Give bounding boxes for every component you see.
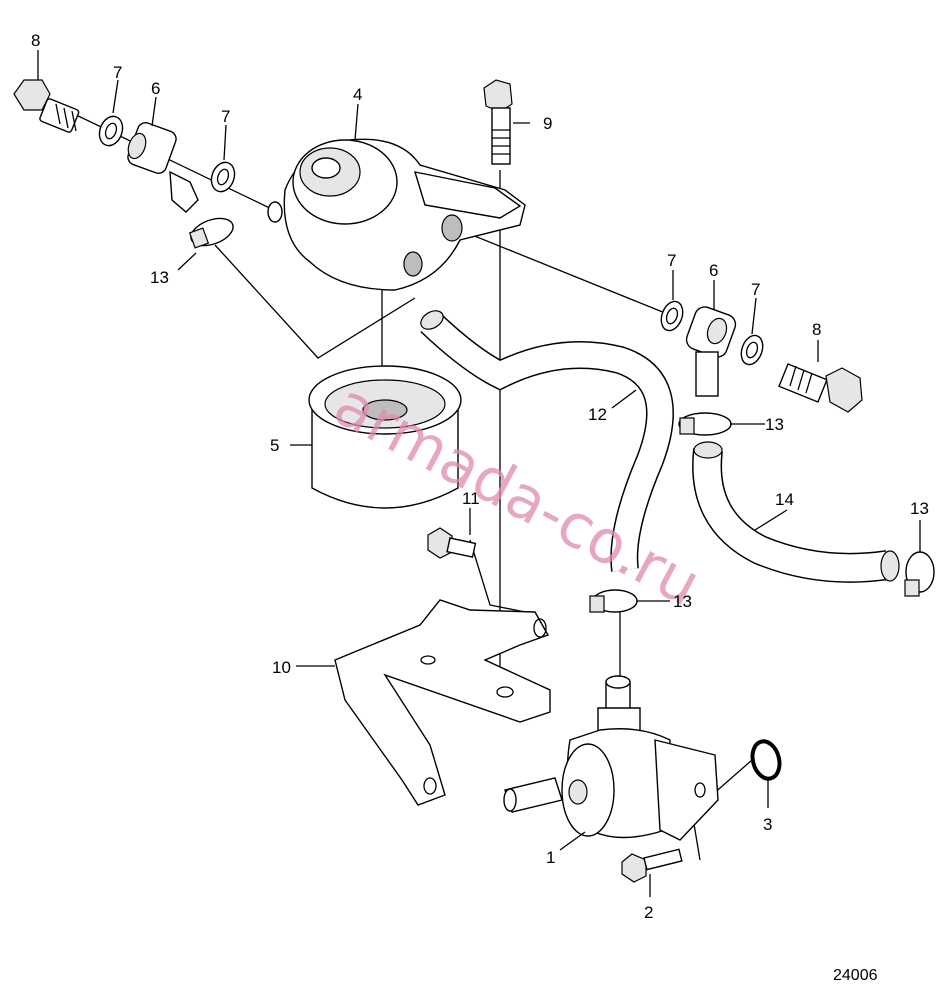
sealing-washer-right-a: [660, 300, 684, 332]
label-part-7-right-b: 7: [751, 280, 760, 299]
label-part-13-mid: 13: [765, 415, 784, 434]
filter-cartridge: [308, 365, 462, 509]
label-part-6-left: 6: [151, 79, 160, 98]
banjo-bolt-right: [778, 363, 863, 413]
screw-2: [621, 848, 683, 883]
label-part-5: 5: [270, 436, 279, 455]
label-part-13-left: 13: [150, 268, 169, 287]
o-ring: [750, 739, 782, 781]
label-part-3: 3: [763, 815, 772, 834]
filter-head: [267, 138, 526, 291]
label-part-12: 12: [588, 405, 607, 424]
sealing-washer-left-a: [98, 115, 124, 147]
part-labels: 8 7 6 7 4 9 13 5 7 6 7 8 12 13 14 13 11 …: [31, 31, 929, 922]
label-part-7-left-b: 7: [221, 107, 230, 126]
label-part-13-right: 13: [910, 499, 929, 518]
banjo-fitting-right: [685, 306, 737, 397]
label-part-1: 1: [546, 848, 555, 867]
leader-lines: [37, 50, 921, 897]
sealing-washer-right-b: [740, 334, 764, 366]
fuel-pump: [503, 675, 719, 841]
label-part-9: 9: [543, 114, 552, 133]
fuel-hose-14: [692, 441, 900, 583]
label-part-6-right: 6: [709, 261, 718, 280]
hose-clamp-mid: [678, 412, 732, 436]
label-part-8-right: 8: [812, 320, 821, 339]
bolt-9: [483, 79, 513, 165]
label-part-4: 4: [353, 85, 362, 104]
banjo-fitting-left: [127, 122, 199, 213]
bolt-11: [427, 527, 477, 559]
banjo-bolt-left: [13, 79, 80, 133]
figure-number: 24006: [833, 967, 878, 984]
fuel-hose-12: [420, 310, 674, 572]
hose-clamp-lower: [589, 589, 638, 613]
label-part-10: 10: [272, 658, 291, 677]
label-part-7-right-a: 7: [667, 251, 676, 270]
hose-clamp-left: [188, 217, 234, 249]
sealing-washer-left-b: [210, 161, 236, 193]
hose-clamp-right: [904, 551, 935, 597]
label-part-13-lower: 13: [673, 592, 692, 611]
label-part-14: 14: [775, 490, 794, 509]
label-part-2: 2: [644, 903, 653, 922]
label-part-7-left-a: 7: [113, 63, 122, 82]
label-part-8-left: 8: [31, 31, 40, 50]
mounting-bracket: [334, 599, 551, 806]
label-part-11: 11: [462, 489, 480, 508]
